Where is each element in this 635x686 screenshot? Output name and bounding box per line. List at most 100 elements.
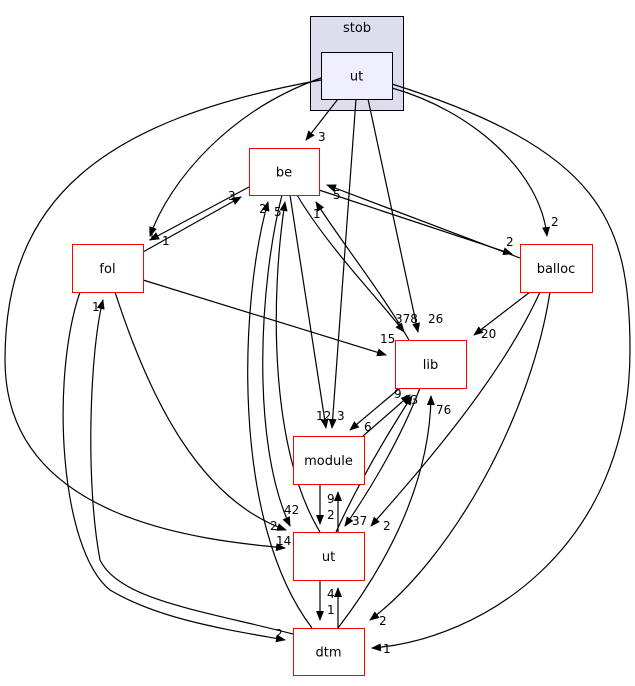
node-lib[interactable]: lib: [395, 340, 467, 389]
edge-be-to-ut[interactable]: 42: [262, 194, 300, 527]
edge-line: [328, 98, 357, 429]
edge-label[interactable]: 63: [403, 393, 418, 407]
edge-line: [289, 194, 329, 429]
node-box: [293, 532, 365, 581]
edge-stob_ut-to-ut[interactable]: 14: [4, 79, 322, 552]
edge-line: [391, 87, 551, 237]
edge-lib-to-ut[interactable]: 37: [344, 387, 421, 528]
edge-line: [315, 201, 410, 341]
edge-fol-to-lib[interactable]: 15: [142, 279, 395, 357]
edge-fol-to-ut[interactable]: 2: [114, 291, 287, 533]
edge-label[interactable]: 20: [481, 327, 496, 341]
edge-stob_ut-to-balloc[interactable]: 2: [391, 87, 559, 237]
node-module[interactable]: module: [293, 436, 365, 485]
edge-label[interactable]: 15: [380, 332, 395, 346]
edge-label[interactable]: 2: [259, 202, 267, 216]
edge-fol-to-dtm[interactable]: 2: [62, 291, 286, 643]
edge-line: [305, 98, 339, 141]
node-box: [520, 244, 593, 293]
edge-balloc-to-lib[interactable]: 20: [473, 291, 531, 341]
node-box: [321, 52, 393, 100]
edge-label[interactable]: 3: [337, 409, 345, 423]
edge-label[interactable]: 42: [284, 503, 299, 517]
edge-stob_ut-to-be[interactable]: 3: [305, 98, 339, 144]
edge-label[interactable]: 1: [327, 603, 335, 617]
edge-line: [296, 194, 405, 333]
edge-label[interactable]: 26: [428, 312, 443, 326]
edge-label[interactable]: 1: [92, 300, 100, 314]
node-label: dtm: [315, 646, 341, 661]
edge-label[interactable]: 3: [228, 189, 236, 203]
edge-line: [142, 196, 242, 253]
edge-line: [371, 83, 631, 652]
edge-label[interactable]: 5: [333, 188, 341, 202]
edge-dtm-to-lib[interactable]: 76: [337, 395, 451, 629]
edge-line: [370, 291, 541, 527]
node-label: fol: [99, 262, 115, 277]
edge-balloc-to-be[interactable]: 5: [326, 184, 521, 259]
node-box: [293, 628, 365, 676]
edge-ut-to-module[interactable]: 9: [327, 491, 342, 532]
edge-line: [142, 279, 387, 357]
cluster-label: stob: [343, 21, 371, 36]
edge-label[interactable]: 2: [275, 627, 283, 641]
edge-label[interactable]: 3: [318, 130, 326, 144]
node-balloc[interactable]: balloc: [520, 244, 593, 293]
edge-be-to-module[interactable]: 12: [289, 194, 331, 429]
edge-dtm-to-fol[interactable]: 1: [90, 299, 294, 635]
node-box: [395, 340, 467, 389]
edge-stob_ut-to-lib[interactable]: 26: [367, 98, 443, 333]
edge-label[interactable]: 2: [327, 508, 335, 522]
edge-label[interactable]: 1: [313, 207, 321, 221]
edge-label[interactable]: 378: [395, 312, 418, 326]
edge-line: [275, 201, 321, 533]
edge-lib-to-be[interactable]: 1: [313, 201, 410, 341]
edge-label[interactable]: 12: [316, 409, 331, 423]
node-box: [293, 436, 365, 485]
edge-label[interactable]: 9: [394, 387, 402, 401]
node-fol[interactable]: fol: [72, 244, 144, 293]
edge-dtm-to-be[interactable]: 2: [247, 201, 313, 629]
edge-label[interactable]: 4: [327, 587, 335, 601]
node-stob_ut[interactable]: ut: [321, 52, 393, 100]
edge-label[interactable]: 6: [364, 420, 372, 434]
node-dtm[interactable]: dtm: [293, 628, 365, 676]
edge-line: [4, 79, 322, 552]
edge-fol-to-be[interactable]: 3: [142, 189, 242, 253]
node-label: ut: [322, 550, 335, 565]
edge-balloc-to-dtm[interactable]: 2: [369, 291, 551, 628]
edge-stob_ut-to-module[interactable]: 3: [328, 98, 357, 429]
node-label: module: [304, 454, 353, 469]
edge-be-to-fol[interactable]: 1: [149, 186, 250, 248]
edge-label[interactable]: 1: [148, 229, 156, 243]
node-be[interactable]: be: [249, 148, 320, 196]
edge-label[interactable]: 14: [276, 534, 291, 548]
edge-label[interactable]: 1: [383, 642, 391, 656]
edge-label[interactable]: 2: [551, 215, 559, 229]
edge-ut-to-dtm[interactable]: 1: [316, 580, 335, 621]
edge-ut-to-be[interactable]: 5: [274, 201, 321, 533]
edge-label[interactable]: 2: [506, 235, 514, 249]
edge-line: [149, 77, 322, 237]
node-label: ut: [350, 70, 363, 85]
edge-line: [335, 395, 413, 533]
node-ut[interactable]: ut: [293, 532, 365, 581]
edge-label[interactable]: 37: [352, 514, 367, 528]
edge-label[interactable]: 2: [270, 519, 278, 533]
edge-label[interactable]: 9: [327, 492, 335, 506]
edge-line: [262, 194, 291, 527]
edge-dtm-to-ut[interactable]: 4: [327, 587, 342, 628]
edge-label[interactable]: 5: [274, 205, 282, 219]
edge-label[interactable]: 2: [383, 519, 391, 533]
edge-lib-to-module[interactable]: 6: [349, 387, 401, 434]
edge-label[interactable]: 2: [379, 614, 387, 628]
edge-be-to-lib[interactable]: 378: [296, 194, 418, 333]
edge-label[interactable]: 76: [436, 403, 451, 417]
edge-ut-to-lib[interactable]: 63: [335, 393, 418, 533]
edge-module-to-ut[interactable]: 2: [316, 484, 335, 525]
edge-stob_ut-to-dtm[interactable]: 1: [371, 83, 631, 656]
edge-label[interactable]: 1: [162, 234, 170, 248]
edge-line: [247, 201, 313, 629]
edge-module-to-lib[interactable]: 9: [362, 387, 411, 437]
edge-balloc-to-ut[interactable]: 2: [370, 291, 541, 533]
